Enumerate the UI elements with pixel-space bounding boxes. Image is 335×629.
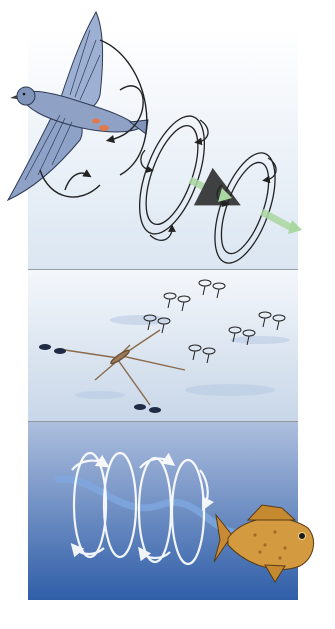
bird-foot [99, 125, 109, 131]
fish-eye [299, 533, 306, 540]
bird-eye [23, 93, 26, 96]
air-panel [8, 12, 302, 271]
bird-head [17, 87, 35, 105]
surface-panel-background [28, 270, 298, 422]
bird-beak [10, 95, 17, 99]
surface-panel [28, 270, 298, 422]
underwater-panel [28, 422, 314, 600]
bird-foot [92, 119, 100, 124]
